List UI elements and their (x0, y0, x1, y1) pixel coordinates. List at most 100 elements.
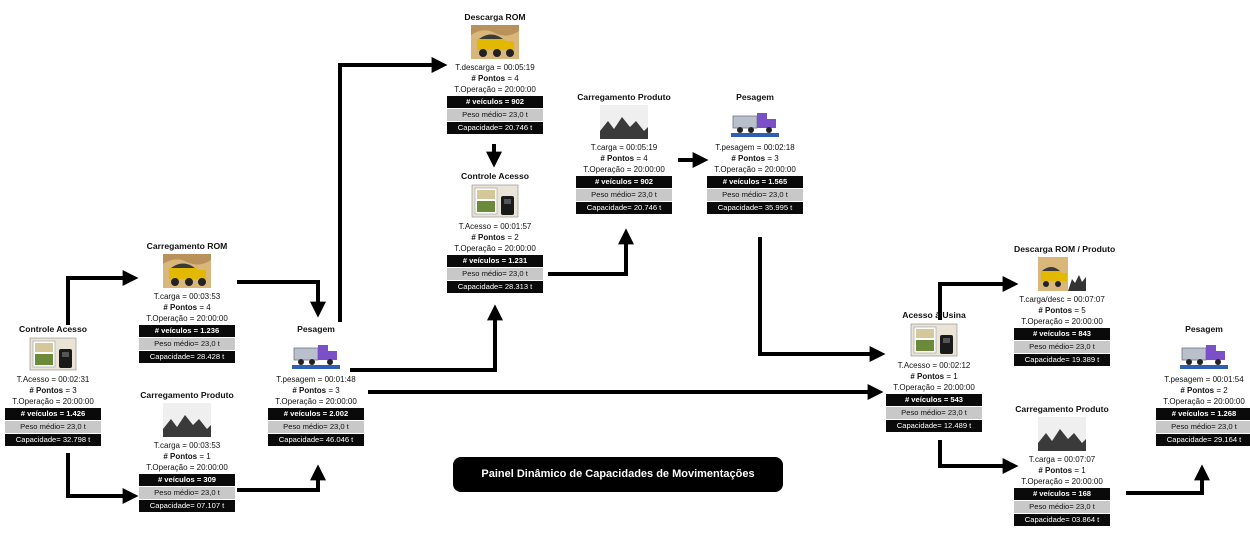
peso-value: 23,0 t (1075, 502, 1095, 511)
param-sep: = (495, 85, 505, 94)
param-value: 20:00:00 (504, 85, 536, 94)
veiculos-row: # veículos = 1.565 (707, 176, 803, 188)
param-value: 1 (1081, 466, 1086, 475)
veiculos-row: # veículos = 1.268 (1156, 408, 1250, 420)
veiculos-label: # veículos (154, 326, 192, 335)
node-carregamento-rom: Carregamento ROM T.carga = 00:03:53# Pont… (139, 241, 235, 363)
node-param: T.carga = 00:07:07 (1014, 454, 1110, 465)
param-label: T.Operação (714, 165, 756, 174)
param-sep: = (316, 397, 326, 406)
node-param: T.Operação = 20:00:00 (1156, 396, 1250, 407)
param-value: 00:07:07 (1073, 295, 1105, 304)
weighing-truck-icon (731, 105, 779, 139)
param-value: 00:01:54 (1212, 375, 1244, 384)
product-pile-icon (600, 105, 648, 139)
peso-label: Peso médio (154, 339, 195, 348)
capacidade-row: Capacidade= 07.107 t (139, 500, 235, 512)
param-sep: = (1072, 306, 1082, 315)
param-label: T.Operação (454, 85, 496, 94)
node-param: T.Acesso = 00:02:31 (5, 374, 101, 385)
node-param: # Pontos = 5 (1014, 305, 1110, 316)
param-value: 00:01:48 (324, 375, 356, 384)
param-value: 20:00:00 (1071, 477, 1103, 486)
veiculos-row: # veículos = 1.231 (447, 255, 543, 267)
param-value: 20:00:00 (1213, 397, 1245, 406)
node-param: # Pontos = 3 (707, 153, 803, 164)
param-value: 2 (1223, 386, 1228, 395)
param-sep: = (1054, 455, 1065, 464)
arrow-ca1-to-cp1 (66, 453, 139, 504)
param-sep: = (634, 154, 644, 163)
param-label: # Pontos (163, 303, 198, 312)
node-param: T.Operação = 20:00:00 (576, 164, 672, 175)
veiculos-row: # veículos = 168 (1014, 488, 1110, 500)
peso-label: Peso médio (591, 190, 632, 199)
peso-value: 23,0 t (1075, 342, 1095, 351)
param-value: 4 (643, 154, 648, 163)
param-sep: = (494, 63, 504, 72)
param-label: T.Operação (146, 463, 188, 472)
access-terminal-icon (910, 323, 958, 357)
peso-label: Peso médio (1029, 342, 1070, 351)
veiculos-label: # veículos (1032, 329, 1070, 338)
node-title: Acesso à Usina (902, 310, 966, 320)
param-label: T.pesagem (1164, 375, 1204, 384)
arrow-ca1-to-cr1 (66, 270, 139, 325)
peso-value: 23,0 t (768, 190, 788, 199)
arrow-pe1-to-ca2 (350, 304, 503, 372)
node-param: T.Operação = 20:00:00 (1014, 316, 1110, 327)
capacidade-label: Capacidade (278, 435, 320, 444)
ore-truck-icon (471, 25, 519, 59)
capacidade-label: Capacidade (1024, 355, 1066, 364)
node-param: T.Operação = 20:00:00 (139, 462, 235, 473)
param-value: 00:05:19 (626, 143, 658, 152)
peso-label: Peso médio (1029, 502, 1070, 511)
param-label: T.Operação (1021, 317, 1063, 326)
param-value: 3 (72, 386, 77, 395)
node-param: # Pontos = 1 (139, 451, 235, 462)
peso-row: Peso médio= 23,0 t (139, 487, 235, 499)
capacidade-label: Capacidade (149, 501, 191, 510)
arrow-au-to-cp3 (938, 440, 1019, 474)
access-terminal-icon (29, 337, 77, 371)
veiculos-row: # veículos = 1.426 (5, 408, 101, 420)
veiculos-row: # veículos = 309 (139, 474, 235, 486)
param-label: T.carga (1028, 455, 1055, 464)
node-title: Controle Acesso (461, 171, 529, 181)
node-title: Carregamento ROM (146, 241, 228, 251)
param-value: 3 (774, 154, 779, 163)
capacidade-row: Capacidade= 35.995 t (707, 202, 803, 214)
arrow-ca2-to-cp2 (548, 228, 634, 276)
param-sep: = (495, 244, 505, 253)
node-param: T.carga = 00:03:53 (139, 291, 235, 302)
capacidade-value: 03.864 t (1071, 515, 1100, 524)
node-param: T.Operação = 20:00:00 (268, 396, 364, 407)
peso-row: Peso médio= 23,0 t (707, 189, 803, 201)
param-value: 20:00:00 (633, 165, 665, 174)
product-pile-icon (163, 403, 211, 437)
node-title: Pesagem (1185, 324, 1223, 334)
node-param: T.Operação = 20:00:00 (5, 396, 101, 407)
veiculos-label: # veículos (465, 97, 503, 106)
param-sep: = (53, 397, 63, 406)
peso-value: 23,0 t (508, 110, 528, 119)
capacidade-value: 07.107 t (196, 501, 225, 510)
param-label: T.carga (590, 143, 617, 152)
node-param: T.pesagem = 00:02:18 (707, 142, 803, 153)
param-sep: = (1064, 295, 1074, 304)
param-value: 2 (514, 233, 519, 242)
node-title: Descarga ROM (464, 12, 526, 22)
veiculos-label: # veículos (904, 395, 942, 404)
param-sep: = (197, 452, 207, 461)
param-value: 5 (1081, 306, 1086, 315)
veiculos-label: # veículos (594, 177, 632, 186)
param-sep: = (491, 222, 501, 231)
capacidade-value: 20.746 t (633, 203, 662, 212)
capacidade-label: Capacidade (457, 123, 499, 132)
param-label: # Pontos (910, 372, 945, 381)
